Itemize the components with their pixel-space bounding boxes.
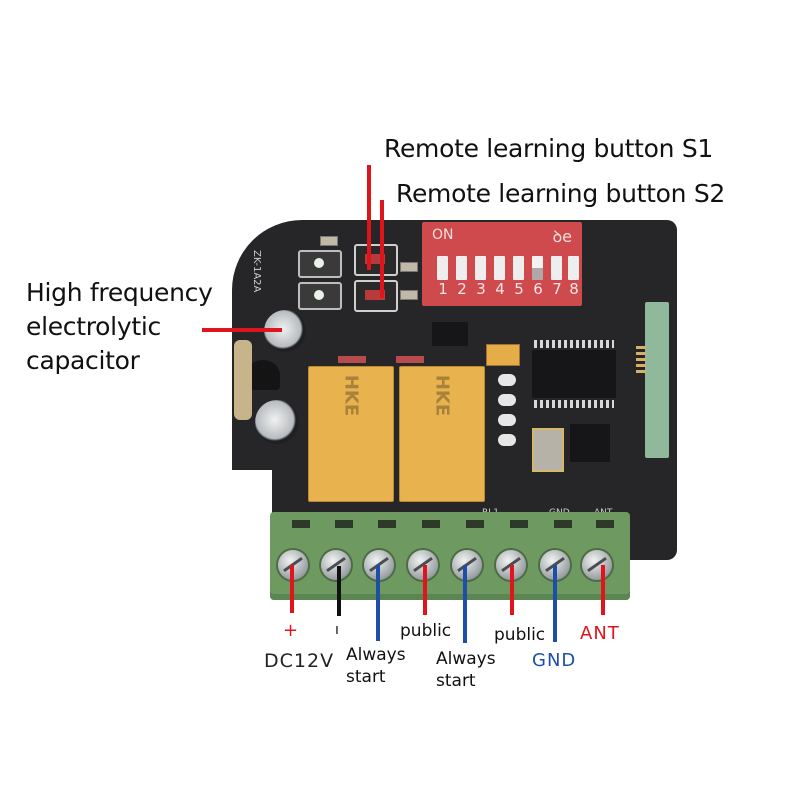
label-s2: Remote learning button S2 (396, 179, 726, 208)
terminal-label-dc12v: DC12V (264, 650, 335, 672)
dip-toggle-3[interactable] (475, 256, 486, 280)
terminal-label-always-start-1a: Always (346, 645, 406, 665)
voltage-regulator (432, 322, 468, 346)
pointer-line-public-1 (423, 565, 427, 615)
dip-number: 4 (495, 280, 505, 298)
rf-ic (570, 424, 610, 462)
learning-button-s1[interactable] (354, 244, 398, 276)
label-capacitor-line2: electrolytic (26, 312, 161, 341)
terminal-screw-2[interactable] (321, 550, 351, 580)
led-indicator-2 (298, 282, 342, 310)
terminal-label-gnd: GND (532, 650, 577, 671)
terminal-screw-5[interactable] (452, 550, 482, 580)
ic-pins-top (534, 340, 614, 348)
pad (498, 394, 516, 406)
dip-number: 8 (569, 280, 579, 298)
relay-brand: HKE (340, 374, 362, 417)
pointer-line-always-start-1 (376, 565, 380, 641)
ic-pins-bottom (534, 400, 614, 408)
terminal-label-public-2: public (494, 625, 546, 645)
terminal-slot (378, 520, 396, 528)
pad (498, 414, 516, 426)
pointer-line-public-2 (510, 565, 514, 615)
pointer-line-plus (290, 565, 294, 613)
dip-toggle-4[interactable] (494, 256, 505, 280)
pointer-line-s2 (380, 200, 384, 298)
terminal-block (270, 512, 630, 600)
terminal-label-plus: + (283, 620, 299, 641)
pointer-line-capacitor (202, 328, 282, 332)
pad (498, 374, 516, 386)
terminal-label-minus: ı (335, 622, 339, 638)
electrolytic-capacitor-bottom (255, 400, 299, 444)
dip-number: 6 (533, 280, 543, 298)
terminal-slot (510, 520, 528, 528)
label-capacitor-line3: capacitor (26, 346, 140, 375)
terminal-label-ant: ANT (580, 623, 620, 644)
dip-number: 5 (514, 280, 524, 298)
relay-brand: HKE (431, 374, 453, 417)
pointer-line-always-start-2 (463, 565, 467, 643)
relay-1: HKE (308, 366, 394, 502)
pad (498, 434, 516, 446)
pointer-line-minus (337, 566, 341, 616)
tantalum-capacitor (486, 344, 520, 366)
pcb-model-text: ZK-1A2A (251, 250, 262, 293)
terminal-label-public-1: public (400, 621, 452, 641)
terminal-label-always-start-1b: start (346, 667, 386, 687)
dip-switch[interactable]: ON ꝺe 1 2 3 4 5 6 7 8 (422, 222, 582, 306)
terminal-slot (422, 520, 440, 528)
label-s1: Remote learning button S1 (384, 134, 714, 163)
terminal-slot (292, 520, 310, 528)
dip-number: 7 (552, 280, 562, 298)
smd-component (400, 262, 418, 272)
terminal-label-always-start-2b: start (436, 671, 476, 691)
pointer-line-ant (601, 565, 605, 615)
terminal-slot (554, 520, 572, 528)
terminal-slot (335, 520, 353, 528)
relay-2: HKE (399, 366, 485, 502)
dip-on-label: ON (432, 227, 454, 243)
main-ic (532, 350, 616, 398)
terminal-slot (466, 520, 484, 528)
dip-toggle-8[interactable] (568, 256, 579, 280)
terminal-slot (596, 520, 614, 528)
pcb-notch (232, 470, 272, 560)
smd-component (400, 290, 418, 300)
terminal-label-always-start-2a: Always (436, 649, 496, 669)
dip-toggle-7[interactable] (551, 256, 562, 280)
dip-toggle-6[interactable] (532, 256, 543, 280)
diode (338, 356, 366, 363)
pointer-line-gnd (553, 565, 557, 642)
terminal-screw-8[interactable] (582, 550, 612, 580)
rf-module (645, 302, 669, 458)
resistor (234, 340, 252, 420)
learning-button-s2[interactable] (354, 280, 398, 312)
dip-number: 1 (438, 280, 448, 298)
dip-logo: ꝺe (552, 227, 572, 246)
dip-number: 3 (476, 280, 486, 298)
diode (396, 356, 424, 363)
smd-component (320, 236, 338, 246)
pointer-line-s1 (367, 165, 371, 270)
dip-toggle-5[interactable] (513, 256, 524, 280)
crystal-oscillator (532, 428, 564, 472)
dip-toggle-2[interactable] (456, 256, 467, 280)
dip-number: 2 (457, 280, 467, 298)
led-indicator-1 (298, 250, 342, 278)
label-capacitor-line1: High frequency (26, 278, 213, 307)
dip-toggle-1[interactable] (437, 256, 448, 280)
module-pins (636, 346, 646, 376)
